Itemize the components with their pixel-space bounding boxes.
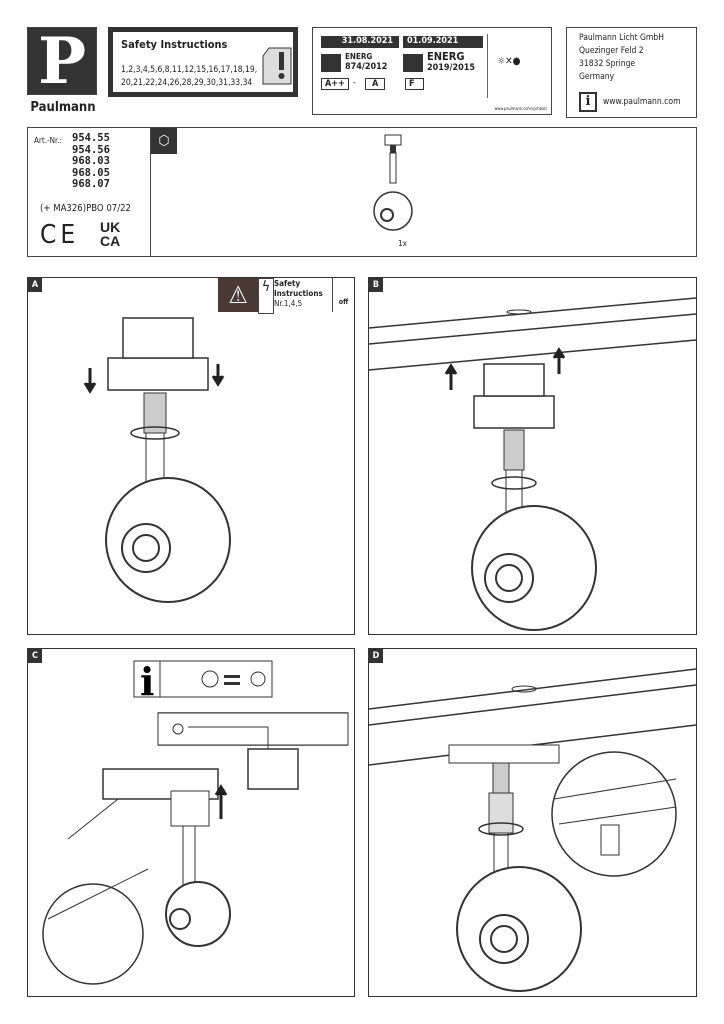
warning-icon: ⚠ (218, 278, 258, 312)
article-number: 954.56 (72, 143, 110, 156)
divider (150, 128, 151, 256)
regulation-old: 874/2012 (345, 62, 388, 72)
article-box: Art.-Nr.: 954.55 954.56 968.03 968.05 96… (27, 127, 697, 257)
electric-shock-icon: ϟ (258, 278, 274, 314)
step-label: A (28, 278, 42, 292)
date-old: 31.08.2021 (321, 36, 399, 48)
step-label: B (369, 278, 383, 292)
website: www.paulmann.com (603, 96, 681, 107)
regulation-new: 2019/2015 (427, 63, 476, 73)
class-old-to: A (365, 78, 386, 90)
document-warning-icon (262, 47, 292, 85)
assembly-illustration-a (83, 317, 231, 603)
address-line: Quezinger Feld 2 (579, 46, 644, 56)
address-box: Paulmann Licht GmbH Quezinger Feld 2 318… (566, 27, 697, 118)
box-contents-icon: ⬡ (151, 128, 177, 154)
energy-label-old: ENERG (345, 52, 373, 61)
assembly-illustration-b (369, 297, 696, 631)
class-old-from: A++ (321, 78, 349, 90)
step-label: D (369, 649, 383, 663)
lamp-symbols-icon: ☼✕● (497, 56, 521, 67)
date-new: 01.09.2021 (403, 36, 483, 48)
eu-flag-icon (321, 54, 341, 72)
article-number: 968.03 (72, 155, 110, 167)
spotlight-illustration (373, 134, 413, 231)
step-c-panel: C i (27, 648, 355, 997)
safety-numbers: 1,2,3,4,5,6,8,11,12,15,16,17,18,19, 20,2… (121, 65, 258, 88)
step-label: C (28, 649, 42, 663)
class-separator: - (353, 78, 356, 88)
class-new: F (405, 78, 424, 90)
article-label: Art.-Nr.: (34, 136, 62, 145)
step-b-panel: B (368, 277, 697, 635)
divider (487, 34, 488, 98)
article-number: 954.55 (72, 132, 110, 144)
safety-title: Safety Instructions (121, 38, 228, 51)
ce-mark: CE (40, 220, 80, 250)
address-line: 31832 Springe (579, 59, 636, 69)
assembly-illustration-c: i (42, 659, 349, 985)
paulmann-logo: P (27, 27, 97, 96)
energy-label-new: ENERG (427, 50, 465, 63)
symbols-url: www.paulmann.com/symbols (494, 106, 547, 111)
address-line: Paulmann Licht GmbH (579, 33, 664, 43)
product-code: (+ MA326)PBO 07/22 (40, 203, 131, 214)
article-number: 968.05 (72, 166, 110, 179)
article-numbers: 954.55 954.56 968.03 968.05 968.07 (72, 132, 110, 191)
power-off-icon: off (332, 278, 354, 312)
eu-flag-icon (403, 54, 423, 72)
svg-text:i: i (140, 659, 154, 704)
article-number: 968.07 (72, 178, 110, 190)
brand-name: Paulmann (30, 100, 96, 115)
assembly-illustration-d (369, 668, 696, 992)
safety-instructions-box: Safety Instructions 1,2,3,4,5,6,8,11,12,… (108, 27, 298, 97)
info-icon: i (579, 92, 597, 112)
address-line: Germany (579, 72, 615, 82)
energy-label-box: 31.08.2021 01.09.2021 ENERG 874/2012 ENE… (312, 27, 552, 115)
step-d-panel: D (368, 648, 697, 997)
quantity: 1x (398, 239, 407, 248)
